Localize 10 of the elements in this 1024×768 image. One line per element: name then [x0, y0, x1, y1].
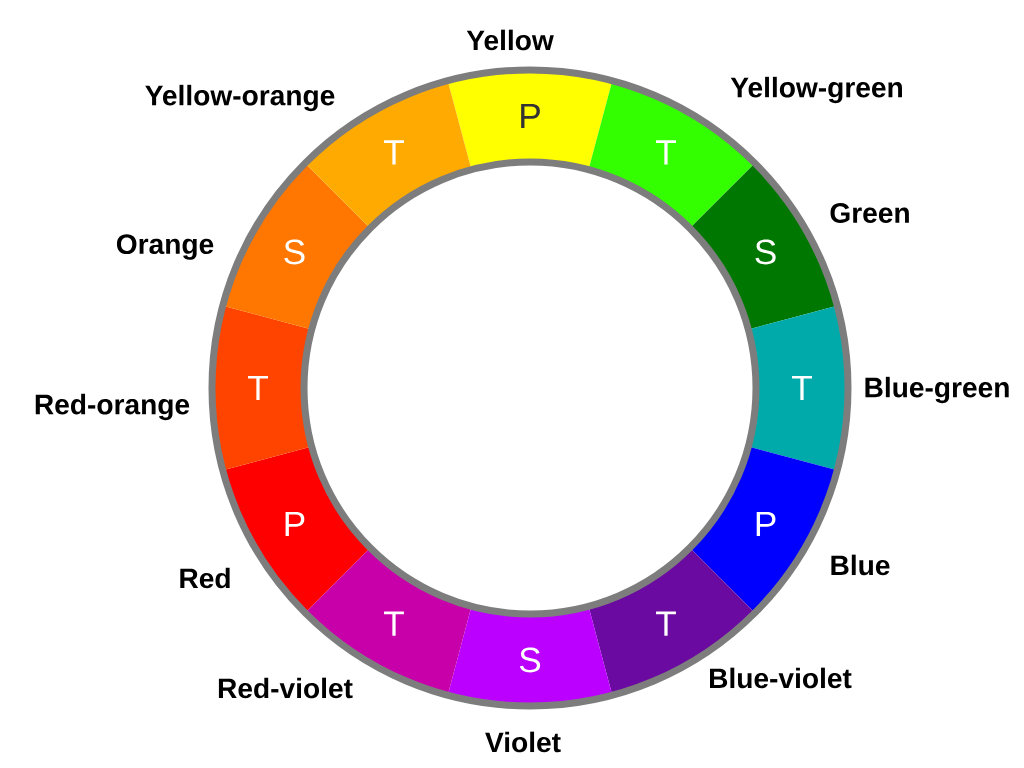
color-label: Orange: [116, 234, 214, 260]
color-label: Yellow: [466, 29, 554, 51]
wheel-segment: S: [447, 606, 613, 706]
wheel-segment: T: [212, 305, 312, 471]
wheel-segment: S: [222, 163, 371, 330]
color-label: Red-orange: [35, 393, 190, 421]
wheel-segment: P: [447, 70, 613, 170]
wheel-segment: T: [748, 305, 848, 471]
color-label: Violet: [485, 731, 561, 753]
color-label: Blue-green: [865, 376, 1009, 404]
